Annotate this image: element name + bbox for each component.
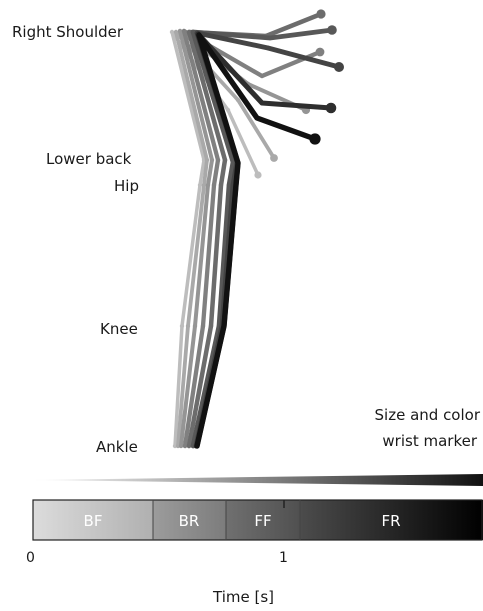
joint-marker	[202, 183, 206, 187]
joint-marker	[223, 158, 227, 162]
stick-figure-poses	[170, 9, 344, 448]
wrist-marker-9	[309, 133, 320, 144]
joint-marker	[193, 324, 197, 328]
legend-line-2: wrist marker	[382, 432, 477, 450]
label-knee: Knee	[100, 320, 138, 338]
joint-marker	[268, 36, 272, 40]
joint-marker	[201, 324, 205, 328]
phase-label-br: BR	[179, 512, 200, 530]
joint-marker	[216, 158, 220, 162]
joint-marker	[234, 183, 238, 187]
phase-label-ff: FF	[254, 512, 271, 530]
legend-line-1: Size and color	[375, 406, 480, 424]
wrist-marker-5	[316, 9, 325, 18]
joint-marker	[206, 183, 210, 187]
joint-marker	[180, 324, 184, 328]
wrist-marker-6	[327, 25, 337, 35]
axis-title: Time [s]	[213, 588, 274, 606]
joint-marker	[179, 444, 183, 448]
label-lower-back: Lower back	[46, 150, 131, 168]
wrist-marker-1	[254, 171, 261, 178]
joint-marker	[236, 98, 240, 102]
joint-marker	[226, 108, 230, 112]
joint-marker	[205, 158, 209, 162]
joint-marker	[174, 30, 178, 34]
joint-marker	[191, 30, 195, 34]
wrist-marker-7	[334, 62, 344, 72]
joint-marker	[236, 161, 240, 165]
joint-marker	[187, 444, 191, 448]
wrist-marker-scale-wedge	[30, 474, 483, 486]
joint-marker	[195, 444, 199, 448]
joint-marker	[266, 46, 270, 50]
joint-marker	[212, 183, 216, 187]
wrist-marker-8	[326, 103, 337, 114]
joint-marker	[222, 324, 226, 328]
joint-marker	[183, 444, 187, 448]
wrist-marker-2	[270, 154, 278, 162]
joint-marker	[182, 29, 186, 33]
joint-marker	[197, 33, 201, 37]
tick-label-1: 1	[279, 550, 288, 566]
joint-marker	[170, 30, 174, 34]
joint-marker	[260, 74, 264, 78]
phase-label-fr: FR	[381, 512, 400, 530]
joint-marker	[219, 183, 223, 187]
joint-marker	[198, 183, 202, 187]
joint-marker	[260, 101, 264, 105]
label-right-shoulder: Right Shoulder	[12, 23, 123, 41]
wrist-marker-4	[316, 48, 325, 57]
label-ankle: Ankle	[96, 438, 138, 456]
joint-marker	[178, 29, 182, 33]
joint-marker	[209, 324, 213, 328]
joint-marker	[255, 116, 259, 120]
tick-label-0: 0	[26, 550, 35, 566]
joint-marker	[186, 324, 190, 328]
phase-timeline: BF BR FF FR	[33, 500, 483, 540]
label-hip: Hip	[114, 177, 139, 195]
joint-marker	[210, 158, 214, 162]
joint-marker	[187, 30, 191, 34]
phase-label-bf: BF	[84, 512, 103, 530]
